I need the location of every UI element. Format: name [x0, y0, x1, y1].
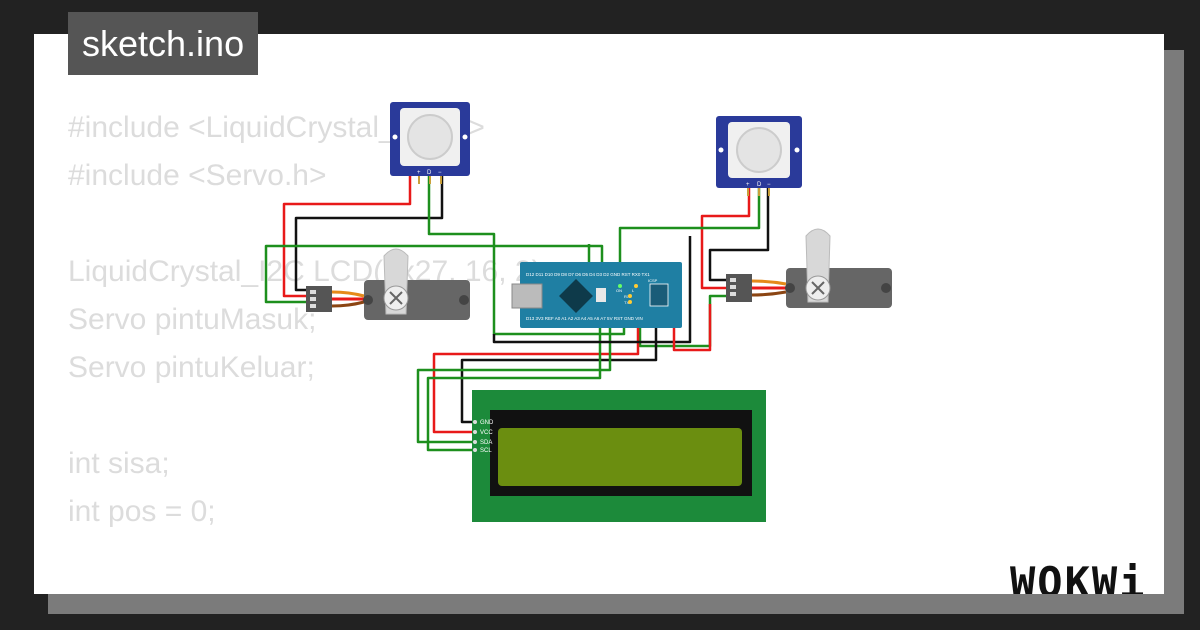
arduino-label: ICSP	[648, 278, 658, 283]
pir-pin-label: +	[746, 182, 750, 188]
wire-green	[426, 324, 602, 452]
filename-tab[interactable]: sketch.ino	[68, 12, 259, 75]
wire-red	[700, 188, 751, 290]
wire-green	[618, 188, 761, 266]
wire-black	[708, 188, 770, 282]
pir-pin-label: +	[417, 170, 421, 176]
arduino-top-pins: D12 D11 D10 D9 D8 D7 D6 D5 D4 D3 D2 GND …	[526, 272, 650, 277]
arduino-label: ON	[616, 288, 622, 293]
lcd-pin-label: SCL	[480, 448, 492, 454]
wire-red	[672, 304, 712, 352]
arduino-nano-board: D12 D11 D10 D9 D8 D7 D6 D5 D4 D3 D2 GND …	[511, 262, 682, 328]
wire-black	[294, 174, 444, 292]
wire-black	[492, 236, 692, 344]
pir-pin-label: −	[767, 182, 771, 188]
code-line: void setup() {	[68, 591, 243, 594]
arduino-label: L	[632, 288, 635, 293]
pir-pin-label: −	[438, 170, 442, 176]
servo-motor-2	[726, 228, 892, 308]
code-line: Servo pintuKeluar;	[68, 351, 315, 384]
lcd-pin-label: GND	[480, 420, 494, 426]
circuit-diagram: + D − + D −	[264, 102, 892, 522]
lcd-display: GND VCC SDA SCL	[472, 390, 766, 522]
wokwi-logo: WOKWi	[1010, 558, 1147, 594]
code-line: #include <Servo.h>	[68, 159, 327, 192]
wire-green	[264, 244, 604, 304]
arduino-label: TX	[624, 300, 629, 305]
servo-motor-1	[306, 248, 470, 320]
pir-pin-label: D	[427, 170, 432, 176]
arduino-label: RX	[624, 294, 630, 299]
pir-sensor-2: + D −	[716, 116, 802, 196]
pir-sensor-1: + D −	[390, 102, 470, 184]
code-line: int pos = 0;	[68, 495, 216, 528]
arduino-bottom-pins: D13 3V3 REF A0 A1 A2 A3 A4 A5 A6 A7 5V R…	[526, 316, 643, 321]
code-line: int sisa;	[68, 447, 170, 480]
lcd-pin-label: VCC	[480, 430, 493, 436]
wire-red	[432, 324, 640, 434]
preview-card: #include <LiquidCrystal_I2C.h> #include …	[34, 34, 1164, 594]
wire-green	[416, 324, 612, 444]
code-line: Servo pintuMasuk;	[68, 303, 317, 336]
wire-black	[460, 324, 658, 424]
pir-pin-label: D	[757, 182, 762, 188]
wire-red	[282, 174, 412, 298]
lcd-pin-label: SDA	[480, 440, 492, 446]
